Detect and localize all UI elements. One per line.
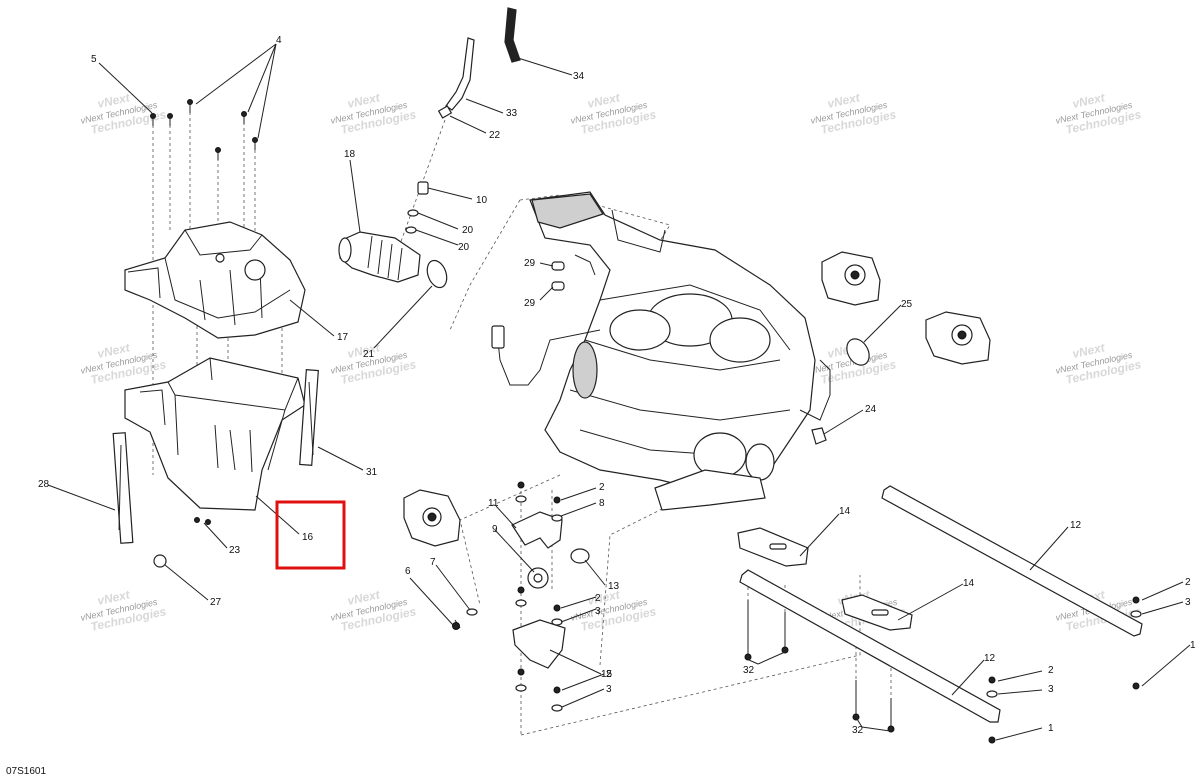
highlight-box xyxy=(275,500,346,570)
callout-label: 3 xyxy=(1048,684,1054,695)
callout-label: 9 xyxy=(492,524,498,535)
watermark-line1: vNext xyxy=(586,587,622,608)
watermark: vNext vNext Technologies Technologies xyxy=(80,340,168,387)
callout-label: 14 xyxy=(839,506,851,517)
mount-upper-right xyxy=(821,251,881,306)
watermark: vNext vNext Technologies Technologies xyxy=(810,90,898,137)
vent-hose-34 xyxy=(504,7,521,63)
callout-label: 21 xyxy=(363,349,375,360)
callout-label: 24 xyxy=(865,404,877,415)
callout-label: 33 xyxy=(506,108,518,119)
callout-label: 7 xyxy=(430,557,436,568)
callout-label: 3 xyxy=(606,684,612,695)
callout-label: 32 xyxy=(852,725,864,736)
callout-label: 12 xyxy=(1070,520,1082,531)
callout-label: 2 xyxy=(599,482,605,493)
callout-label: 12 xyxy=(984,653,996,664)
callout-label: 20 xyxy=(458,242,470,253)
mount-right xyxy=(925,311,991,365)
watermark-line1: vNext xyxy=(826,90,862,111)
callout-label: 17 xyxy=(337,332,349,343)
watermark-line1: vNext xyxy=(1071,90,1107,111)
callout-label: 29 xyxy=(524,258,536,269)
vent-hose-33 xyxy=(445,37,475,111)
callout-label: 13 xyxy=(608,581,620,592)
small-clamps xyxy=(405,181,565,291)
screw-set xyxy=(150,99,258,525)
callout-label: 29 xyxy=(524,298,536,309)
callout-label: 3 xyxy=(1185,597,1191,608)
figure-id: 07S1601 xyxy=(6,766,46,777)
bracket-12-lower xyxy=(739,569,1001,723)
bracket-14-lower xyxy=(841,594,913,631)
clamp-25 xyxy=(846,338,870,366)
watermark: vNext vNext Technologies Technologies xyxy=(1055,340,1143,387)
watermark-line1: vNext xyxy=(346,587,382,608)
engine-assembly xyxy=(491,191,831,511)
clamp-21 xyxy=(426,259,448,289)
callout-label: 10 xyxy=(476,195,488,206)
bracket-12-right xyxy=(881,485,1143,637)
callout-label: 2 xyxy=(606,669,612,680)
sensor-24 xyxy=(811,427,827,445)
watermark-line1: vNext xyxy=(96,340,132,361)
callout-label: 1 xyxy=(1048,723,1054,734)
strap-28 xyxy=(112,432,134,544)
callout-label: 28 xyxy=(38,479,50,490)
callout-label: 27 xyxy=(210,597,222,608)
callout-label: 20 xyxy=(462,225,474,236)
bracket-14-upper xyxy=(737,527,809,567)
callout-label: 3 xyxy=(595,606,601,617)
bracket-bolts xyxy=(744,596,1142,744)
fitting-22 xyxy=(437,105,453,119)
callout-label: 32 xyxy=(743,665,755,676)
callout-label: 16 xyxy=(302,532,314,543)
callout-labels: 5 4 34 33 22 18 10 20 20 29 29 21 17 25 … xyxy=(38,35,1196,736)
watermark: vNext vNext Technologies Technologies xyxy=(80,90,168,137)
mount-hardware xyxy=(452,481,590,712)
watermark-line1: vNext xyxy=(1071,340,1107,361)
callout-label: 2 xyxy=(1185,577,1191,588)
callout-label: 2 xyxy=(1048,665,1054,676)
callout-label: 23 xyxy=(229,545,241,556)
callout-label: 31 xyxy=(366,467,378,478)
watermark-line1: vNext xyxy=(586,90,622,111)
plug-27 xyxy=(153,554,167,568)
callout-label: 22 xyxy=(489,130,501,141)
leader-lines xyxy=(47,43,1191,741)
mount-left xyxy=(403,489,461,547)
callout-label: 18 xyxy=(344,149,356,160)
callout-label: 15 xyxy=(601,669,613,680)
watermark: vNext vNext Technologies Technologies xyxy=(80,587,168,634)
watermark: vNext vNext Technologies Technologies xyxy=(330,90,418,137)
watermark-line1: vNext xyxy=(346,90,382,111)
watermark: vNext vNext Technologies Technologies xyxy=(570,90,658,137)
watermark-line1: vNext xyxy=(346,340,382,361)
watermark-line1: vNext xyxy=(96,587,132,608)
callout-label: 8 xyxy=(599,498,605,509)
callout-label: 25 xyxy=(901,299,913,310)
watermark-line1: vNext xyxy=(96,90,132,111)
air-box-base xyxy=(124,357,306,511)
intake-duct-18 xyxy=(338,231,421,283)
watermark: vNext vNext Technologies Technologies xyxy=(330,587,418,634)
callout-label: 6 xyxy=(405,566,411,577)
callout-label: 14 xyxy=(963,578,975,589)
callout-label: 11 xyxy=(488,498,499,509)
strap-31 xyxy=(299,369,319,466)
air-box-lid xyxy=(124,221,306,339)
callout-label: 5 xyxy=(91,54,97,65)
watermark: vNext vNext Technologies Technologies xyxy=(1055,90,1143,137)
callout-label: 2 xyxy=(595,593,601,604)
callout-label: 1 xyxy=(1190,640,1196,651)
callout-label: 4 xyxy=(276,35,282,46)
callout-label: 34 xyxy=(573,71,585,82)
